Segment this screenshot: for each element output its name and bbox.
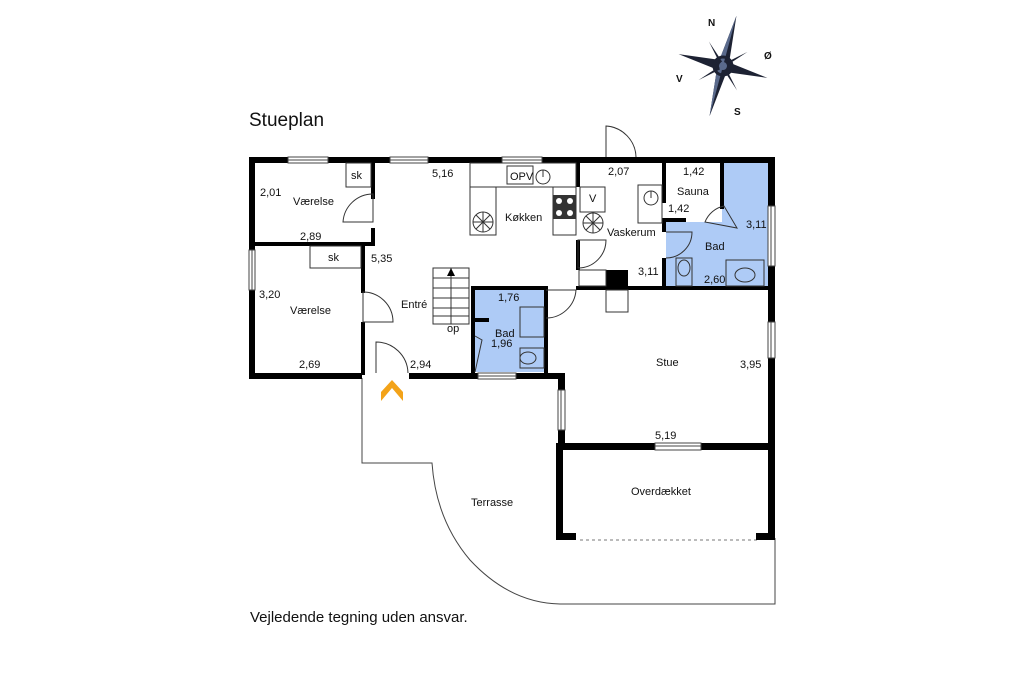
dimension-label: 5,19 <box>655 430 676 442</box>
fixture-label-v: V <box>589 193 597 205</box>
dimension-label: 5,35 <box>371 253 392 265</box>
fan-icon <box>473 212 603 233</box>
fixture-label-sk-2: sk <box>328 252 340 264</box>
dimension-label: 3,11 <box>746 219 767 231</box>
compass-west-label: V <box>676 74 683 85</box>
room-label-stue: Stue <box>656 357 679 369</box>
dimension-label: 3,11 <box>638 266 659 278</box>
compass-north-label: N <box>708 18 715 29</box>
room-label-sauna: Sauna <box>677 186 710 198</box>
dimension-label: 5,16 <box>432 168 453 180</box>
room-label-entre: Entré <box>401 299 427 311</box>
dimension-label: 1,42 <box>683 166 704 178</box>
dimension-label: 2,94 <box>410 359 431 371</box>
compass-rose-icon <box>678 15 768 117</box>
bathroom-fill-small <box>473 290 544 372</box>
dimension-label: 2,07 <box>608 166 629 178</box>
compass-east-label: Ø <box>764 51 772 62</box>
compass-south-label: S <box>734 107 741 118</box>
terrace-outline <box>361 378 776 605</box>
dimension-label: 3,95 <box>740 359 761 371</box>
dimension-label: 2,69 <box>299 359 320 371</box>
room-label-terrasse: Terrasse <box>471 497 513 509</box>
dimension-label: 2,60 <box>704 274 725 286</box>
entrance-arrow-icon <box>381 380 403 401</box>
dimension-label: 1,76 <box>498 292 519 304</box>
fixture-label-opv: OPV <box>510 171 534 183</box>
doors <box>342 125 738 374</box>
fixture-label-op: op <box>447 323 459 335</box>
stair-arrow-icon <box>447 268 455 276</box>
room-label-bad-east: Bad <box>705 241 725 253</box>
room-label-bad-small: Bad <box>495 328 515 340</box>
staircase <box>432 267 470 325</box>
stove-icon <box>553 195 576 219</box>
disclaimer: Vejledende tegning uden ansvar. <box>250 609 468 626</box>
fixture-label-sk-1: sk <box>351 170 363 182</box>
dimension-label: 2,01 <box>260 187 281 199</box>
room-label-vaskerum: Vaskerum <box>607 227 656 239</box>
dimension-label: 1,96 <box>491 338 512 350</box>
dimension-label: 2,89 <box>300 231 321 243</box>
dimension-label: 3,20 <box>259 289 280 301</box>
room-label-vaerelse-2: Værelse <box>290 305 331 317</box>
page-title: Stueplan <box>249 110 325 131</box>
room-label-overdaekket: Overdækket <box>631 486 691 498</box>
room-label-koekken: Køkken <box>505 212 542 224</box>
room-label-vaerelse-1: Værelse <box>293 196 334 208</box>
dimension-label: 1,42 <box>668 203 689 215</box>
